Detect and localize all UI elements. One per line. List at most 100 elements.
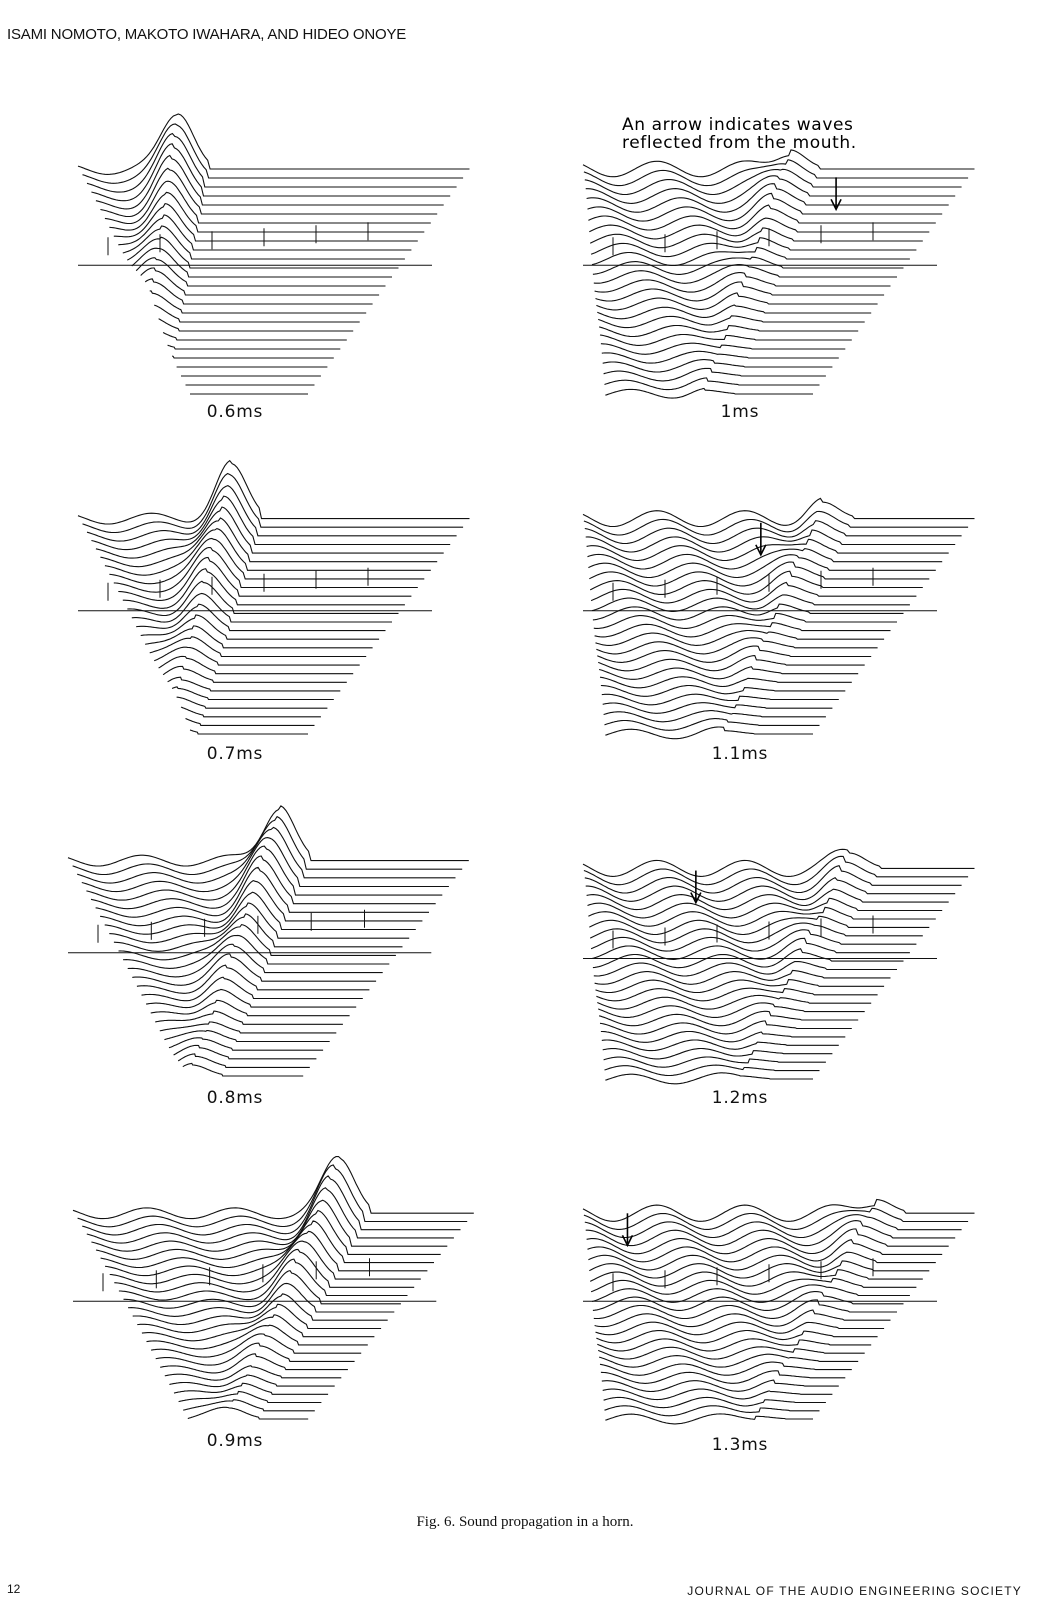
waveform-trace <box>113 202 418 242</box>
waveform-trace <box>82 1175 461 1236</box>
waveform-trace <box>596 1329 878 1344</box>
waveform-trace <box>141 976 363 1002</box>
waveform-trace <box>598 655 865 672</box>
waveform-trace <box>585 877 956 902</box>
waveform-trace <box>141 1314 375 1342</box>
waveform-plot-0-8ms <box>67 805 469 1077</box>
waveform-plot-1ms <box>582 149 975 399</box>
waveform-trace <box>591 594 910 612</box>
waveform-trace <box>118 214 412 251</box>
waveform-trace <box>137 1303 382 1334</box>
waveform-trace <box>162 665 347 683</box>
waveform-trace <box>176 696 328 709</box>
waveform-trace <box>77 459 470 525</box>
waveform-trace <box>596 292 878 311</box>
waveform-trace <box>587 548 943 570</box>
waveform-trace <box>591 246 910 267</box>
waveform-plot-0-9ms <box>72 1155 474 1420</box>
waveform-trace <box>90 855 436 910</box>
panel-label-0-8ms: 0.8ms <box>206 1088 264 1108</box>
waveform-trace <box>595 1321 885 1336</box>
waveform-trace <box>594 272 891 293</box>
waveform-trace <box>82 123 464 184</box>
waveform-trace <box>601 350 839 364</box>
waveform-trace <box>168 1037 324 1051</box>
waveform-trace <box>595 979 885 994</box>
waveform-trace <box>145 625 373 649</box>
waveform-trace <box>585 529 956 553</box>
waveform-trace <box>158 318 354 332</box>
waveform-trace <box>182 1062 304 1077</box>
waveform-trace <box>603 367 826 382</box>
waveform-trace <box>118 1258 408 1301</box>
waveform-trace <box>113 546 418 593</box>
waveform-trace <box>597 994 872 1010</box>
waveform-trace <box>597 1346 865 1360</box>
waveform-trace <box>77 113 470 175</box>
waveform-trace <box>597 645 872 663</box>
waveform-trace <box>104 891 416 935</box>
waveform-trace <box>604 377 820 391</box>
waveform-trace <box>604 718 820 731</box>
waveform-trace <box>128 1282 395 1317</box>
waterfall-traces <box>72 1155 474 1420</box>
waveform-trace <box>109 902 410 944</box>
waveform-trace <box>146 988 357 1009</box>
waveform-trace <box>586 183 949 213</box>
waveform-trace <box>122 568 405 609</box>
waveform-trace <box>154 304 360 323</box>
waveform-trace <box>158 655 354 675</box>
waveform-trace <box>150 999 350 1017</box>
waveform-trace <box>583 510 969 536</box>
waveform-trace <box>173 1382 329 1395</box>
waveform-trace <box>584 520 962 545</box>
waveform-trace <box>593 1299 897 1320</box>
waveform-trace <box>600 684 846 697</box>
waveform-trace <box>592 948 904 969</box>
waveform-trace <box>77 826 456 884</box>
waveform-trace <box>588 554 936 579</box>
waveform-trace <box>599 1361 852 1376</box>
waveform-trace <box>178 1390 322 1404</box>
waveform-trace <box>86 1187 454 1244</box>
waveform-trace <box>122 225 405 260</box>
waveform-trace <box>590 1277 917 1295</box>
waveform-trace <box>593 960 897 977</box>
waveform-trace <box>588 906 936 927</box>
waveform-trace <box>584 1214 962 1239</box>
waveform-trace <box>605 1072 813 1085</box>
waveform-trace <box>109 1240 421 1285</box>
waveform-trace <box>596 987 878 1002</box>
waveform-trace <box>150 1333 362 1358</box>
waveform-plot-1-3ms <box>582 1198 975 1425</box>
waveform-trace <box>603 1056 826 1068</box>
waveform-trace <box>589 1260 930 1279</box>
waveform-trace <box>155 1342 355 1366</box>
waveform-trace <box>146 1324 368 1350</box>
waveform-trace <box>582 149 975 178</box>
waveform-trace <box>586 538 949 562</box>
panel-label-0-7ms: 0.7ms <box>206 744 264 764</box>
waveform-trace <box>82 472 464 534</box>
waveform-trace <box>100 1220 434 1269</box>
waveform-trace <box>155 1010 343 1025</box>
waveform-trace <box>118 923 396 961</box>
waveform-trace <box>590 237 917 258</box>
waveform-trace <box>105 1230 428 1277</box>
waveform-trace <box>173 1044 317 1060</box>
waveform-trace <box>583 1207 969 1230</box>
waveform-trace <box>602 359 833 373</box>
waveform-trace <box>171 355 334 359</box>
waveform-trace <box>86 484 457 542</box>
waveform-trace <box>118 556 412 601</box>
waveform-trace <box>591 937 910 960</box>
waveform-trace <box>167 344 341 350</box>
waveform-trace <box>594 1309 891 1328</box>
waveform-trace <box>164 1030 330 1043</box>
waveform-trace <box>584 865 962 894</box>
page-number: 12 <box>7 1582 21 1596</box>
figure-caption: Fig. 6. Sound propagation in a horn. <box>416 1514 634 1530</box>
waveform-trace <box>592 1291 904 1311</box>
waveform-trace <box>589 922 923 944</box>
waveform-trace <box>169 1374 335 1388</box>
